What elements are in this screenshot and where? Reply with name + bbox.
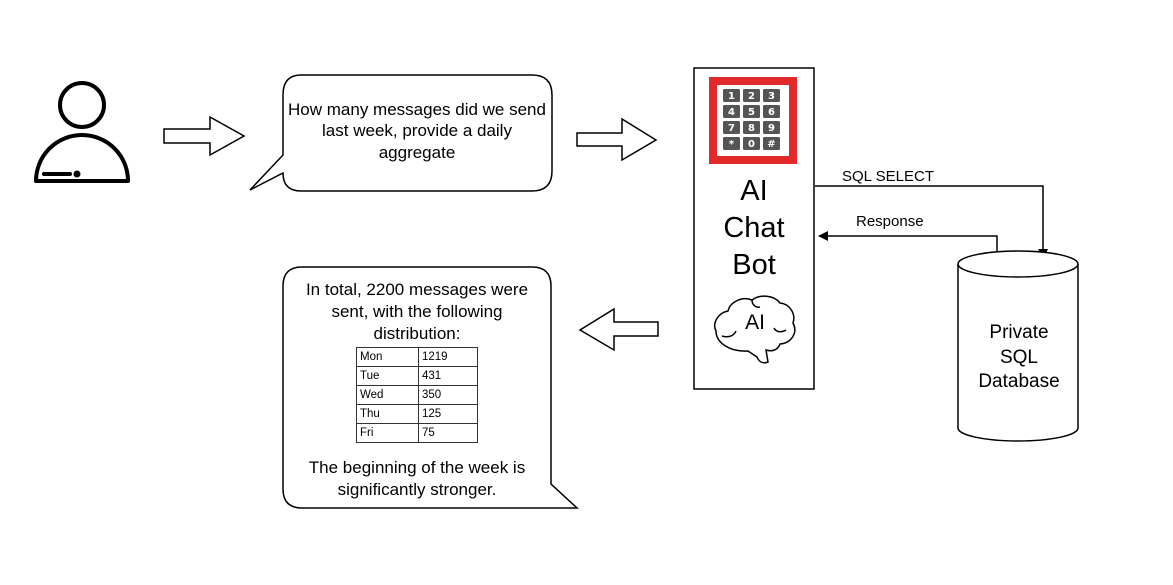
- keypad-key-label: 7: [728, 123, 735, 134]
- response-label: Response: [856, 213, 924, 230]
- sql-select-label: SQL SELECT: [842, 168, 934, 185]
- chatbot-title-line: Bot: [732, 249, 776, 281]
- sql-select-connector: [815, 185, 1048, 259]
- keypad-key: 0: [743, 137, 760, 150]
- user-to-question-arrow: [163, 115, 246, 157]
- keypad-icon: 1 2 3 4 5 6 7 8 9 * 0 #: [709, 77, 797, 164]
- keypad-key-label: 9: [768, 123, 775, 134]
- day-cell: Wed: [356, 385, 419, 405]
- brain-icon: [714, 295, 796, 364]
- distribution-table: Mon 1219 Tue 431 Wed 350 Thu 125 Fri 75: [356, 347, 478, 443]
- keypad-key: 7: [723, 121, 740, 134]
- keypad-key: 5: [743, 105, 760, 118]
- keypad-key: 9: [763, 121, 780, 134]
- day-cell: Fri: [356, 423, 419, 443]
- chatbot-title: AI Chat Bot: [696, 173, 812, 284]
- answer-conclusion: The beginning of the week is significant…: [308, 458, 526, 500]
- day-cell: Thu: [356, 404, 419, 424]
- question-text: How many messages did we send last week,…: [288, 100, 546, 162]
- keypad-key-label: 5: [748, 107, 755, 118]
- keypad-key-label: 1: [728, 91, 735, 102]
- question-to-bot-arrow: [576, 117, 658, 162]
- keypad-key-label: 0: [748, 139, 755, 150]
- table-row: Fri 75: [356, 423, 478, 443]
- keypad-key: 8: [743, 121, 760, 134]
- database-label-line: Database: [978, 371, 1060, 393]
- table-row: Thu 125: [356, 404, 478, 424]
- count-cell: 75: [418, 423, 478, 443]
- keypad-key-label: *: [729, 139, 735, 150]
- count-cell: 1219: [418, 347, 478, 367]
- keypad-key: 1: [723, 89, 740, 102]
- table-row: Tue 431: [356, 366, 478, 386]
- keypad-key: 4: [723, 105, 740, 118]
- keypad-key-label: 2: [748, 91, 755, 102]
- count-cell: 431: [418, 366, 478, 386]
- keypad-key: 3: [763, 89, 780, 102]
- keypad-key: 2: [743, 89, 760, 102]
- database-label-line: Private: [989, 322, 1049, 343]
- day-cell: Tue: [356, 366, 419, 386]
- answer-intro: In total, 2200 messages were sent, with …: [305, 280, 529, 344]
- bot-to-answer-arrow: [578, 307, 659, 352]
- chatbot-title-line: AI: [740, 175, 768, 207]
- database-label-line: SQL: [999, 346, 1039, 368]
- chatbot-title-line: Chat: [723, 212, 785, 244]
- database-cylinder: [957, 250, 1079, 442]
- count-cell: 125: [418, 404, 478, 424]
- keypad-key: 6: [763, 105, 780, 118]
- keypad-key: *: [723, 137, 740, 150]
- question-bubble: [249, 74, 553, 192]
- keypad-key-label: #: [767, 139, 775, 150]
- table-row: Wed 350: [356, 385, 478, 405]
- database-label: Private SQL Database: [962, 321, 1076, 395]
- keypad-key-label: 8: [748, 123, 755, 134]
- keypad-key-label: 6: [768, 107, 775, 118]
- user-icon: [34, 81, 130, 183]
- brain-label: AI: [745, 311, 765, 334]
- keypad-key: #: [763, 137, 780, 150]
- keypad-key-label: 4: [728, 107, 735, 118]
- day-cell: Mon: [356, 347, 419, 367]
- keypad-key-label: 3: [768, 91, 775, 102]
- table-row: Mon 1219: [356, 347, 478, 367]
- count-cell: 350: [418, 385, 478, 405]
